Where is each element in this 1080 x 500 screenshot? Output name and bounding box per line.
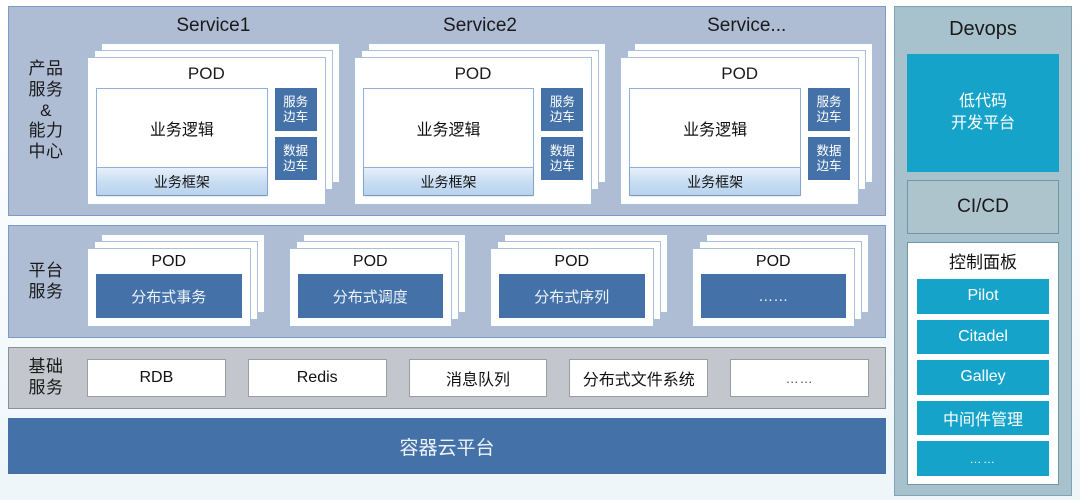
control-panel-button-more[interactable]: …… [917, 441, 1049, 476]
tier-infrastructure-services: 基础 服务 RDB Redis 消息队列 分布式文件系统 …… [8, 347, 886, 409]
business-framework-3: 业务框架 [630, 167, 801, 195]
pod-stack-3: POD 业务逻辑 业务框架 服务 边车 数据 边车 [620, 43, 874, 205]
data-sidecar-3: 数据 边车 [808, 137, 851, 180]
platform-pod-4[interactable]: POD …… [691, 234, 869, 327]
pod-inner-3: 业务逻辑 业务框架 服务 边车 数据 边车 [629, 88, 851, 196]
infra-item-more[interactable]: …… [730, 359, 869, 397]
pod-inner-2: 业务逻辑 业务框架 服务 边车 数据 边车 [362, 88, 584, 196]
business-logic-3: 业务逻辑 [683, 122, 748, 139]
platform-pod-label-3: POD [554, 253, 590, 270]
control-panel-title: 控制面板 [949, 252, 1017, 272]
sidecar-column-3: 服务 边车 数据 边车 [808, 88, 851, 196]
sidecar-column-1: 服务 边车 数据 边车 [274, 88, 317, 196]
control-panel-button-galley[interactable]: Galley [917, 360, 1049, 395]
service-title-1: Service1 [176, 15, 251, 36]
tier-body-infrastructure: RDB Redis 消息队列 分布式文件系统 …… [83, 348, 885, 408]
data-sidecar-1: 数据 边车 [274, 137, 317, 180]
platform-pod-2[interactable]: POD 分布式调度 [288, 234, 466, 327]
platform-pod-1[interactable]: POD 分布式事务 [87, 234, 265, 327]
tier-label-platform: 平台 服务 [28, 260, 64, 301]
tier-label-infrastructure: 基础 服务 [28, 357, 64, 397]
data-sidecar-2: 数据 边车 [541, 137, 584, 180]
business-column-3: 业务逻辑 业务框架 [629, 88, 802, 196]
infra-item-distributed-file-system[interactable]: 分布式文件系统 [569, 359, 709, 397]
control-panel-button-citadel[interactable]: Citadel [917, 319, 1049, 355]
platform-service-name-2: 分布式调度 [297, 274, 443, 318]
pod-stack-2: POD 业务逻辑 业务框架 服务 边车 数据 边车 [353, 43, 607, 205]
pod-card-1[interactable]: POD 业务逻辑 业务框架 服务 边车 数据 边车 [87, 57, 326, 205]
platform-service-name-3: 分布式序列 [499, 274, 645, 318]
tier-platform-services: 平台 服务 POD 分布式事务 POD 分布式调度 [8, 225, 886, 338]
platform-service-name-4: …… [700, 274, 846, 318]
service-sidecar-1: 服务 边车 [274, 88, 317, 131]
business-logic-2: 业务逻辑 [416, 122, 481, 139]
cicd-card[interactable]: CI/CD [907, 180, 1059, 234]
infra-item-redis[interactable]: Redis [247, 359, 387, 397]
tier-label-product: 产品 服务 & 能力 中心 [28, 59, 64, 162]
sidecar-column-2: 服务 边车 数据 边车 [541, 88, 584, 196]
control-panel-button-middleware-management[interactable]: 中间件管理 [917, 400, 1049, 436]
pod-card-3[interactable]: POD 业务逻辑 业务框架 服务 边车 数据 边车 [620, 57, 860, 205]
pod-label-3: POD [721, 64, 759, 83]
tier-product-service-capability: 产品 服务 & 能力 中心 Service1 POD 业务逻辑 [8, 6, 886, 216]
service-column-2[interactable]: Service2 POD 业务逻辑 业务框架 [353, 11, 607, 205]
devops-title: Devops [949, 17, 1017, 40]
platform-pod-card-2[interactable]: POD 分布式调度 [288, 248, 452, 327]
service-sidecar-2: 服务 边车 [541, 88, 584, 131]
service-sidecar-3: 服务 边车 [808, 88, 851, 131]
platform-pod-label-1: POD [151, 253, 187, 270]
platform-pod-label-2: POD [352, 253, 388, 270]
business-column-1: 业务逻辑 业务框架 [96, 88, 268, 196]
business-framework-2: 业务框架 [363, 167, 534, 195]
infra-item-message-queue[interactable]: 消息队列 [408, 359, 548, 397]
architecture-main-column: 产品 服务 & 能力 中心 Service1 POD 业务逻辑 [8, 6, 886, 496]
platform-service-name-1: 分布式事务 [96, 274, 242, 318]
platform-pod-3[interactable]: POD 分布式序列 [490, 234, 668, 327]
service-title-3: Service... [707, 15, 787, 36]
control-panel: 控制面板 Pilot Citadel Galley 中间件管理 …… [907, 242, 1059, 485]
devops-panel: Devops 低代码 开发平台 CI/CD 控制面板 Pilot Citadel… [894, 6, 1072, 496]
platform-pod-card-1[interactable]: POD 分布式事务 [87, 248, 251, 327]
platform-pod-card-3[interactable]: POD 分布式序列 [490, 248, 654, 327]
infra-item-rdb[interactable]: RDB [87, 359, 226, 397]
service-column-3[interactable]: Service... POD 业务逻辑 业务框架 [620, 11, 874, 205]
pod-label-1: POD [187, 64, 225, 83]
platform-pod-card-4[interactable]: POD …… [691, 248, 855, 327]
control-panel-button-pilot[interactable]: Pilot [917, 279, 1049, 314]
pod-inner-1: 业务逻辑 业务框架 服务 边车 数据 边车 [96, 88, 317, 196]
lowcode-platform-card[interactable]: 低代码 开发平台 [907, 54, 1059, 172]
tier-container-cloud-platform: 容器云平台 [8, 418, 886, 474]
platform-pod-label-4: POD [755, 253, 791, 270]
pod-card-2[interactable]: POD 业务逻辑 业务框架 服务 边车 数据 边车 [353, 57, 593, 205]
pod-label-2: POD [454, 64, 492, 83]
tier-body-platform: POD 分布式事务 POD 分布式调度 POD [83, 226, 885, 337]
business-logic-1: 业务逻辑 [149, 122, 214, 139]
pod-stack-1: POD 业务逻辑 业务框架 服务 边车 数据 边车 [87, 43, 340, 205]
business-column-2: 业务逻辑 业务框架 [362, 88, 535, 196]
business-framework-1: 业务框架 [97, 167, 267, 195]
service-title-2: Service2 [443, 15, 517, 36]
service-column-1[interactable]: Service1 POD 业务逻辑 业务框架 [87, 11, 340, 205]
tier-body-product: Service1 POD 业务逻辑 业务框架 [83, 7, 885, 215]
